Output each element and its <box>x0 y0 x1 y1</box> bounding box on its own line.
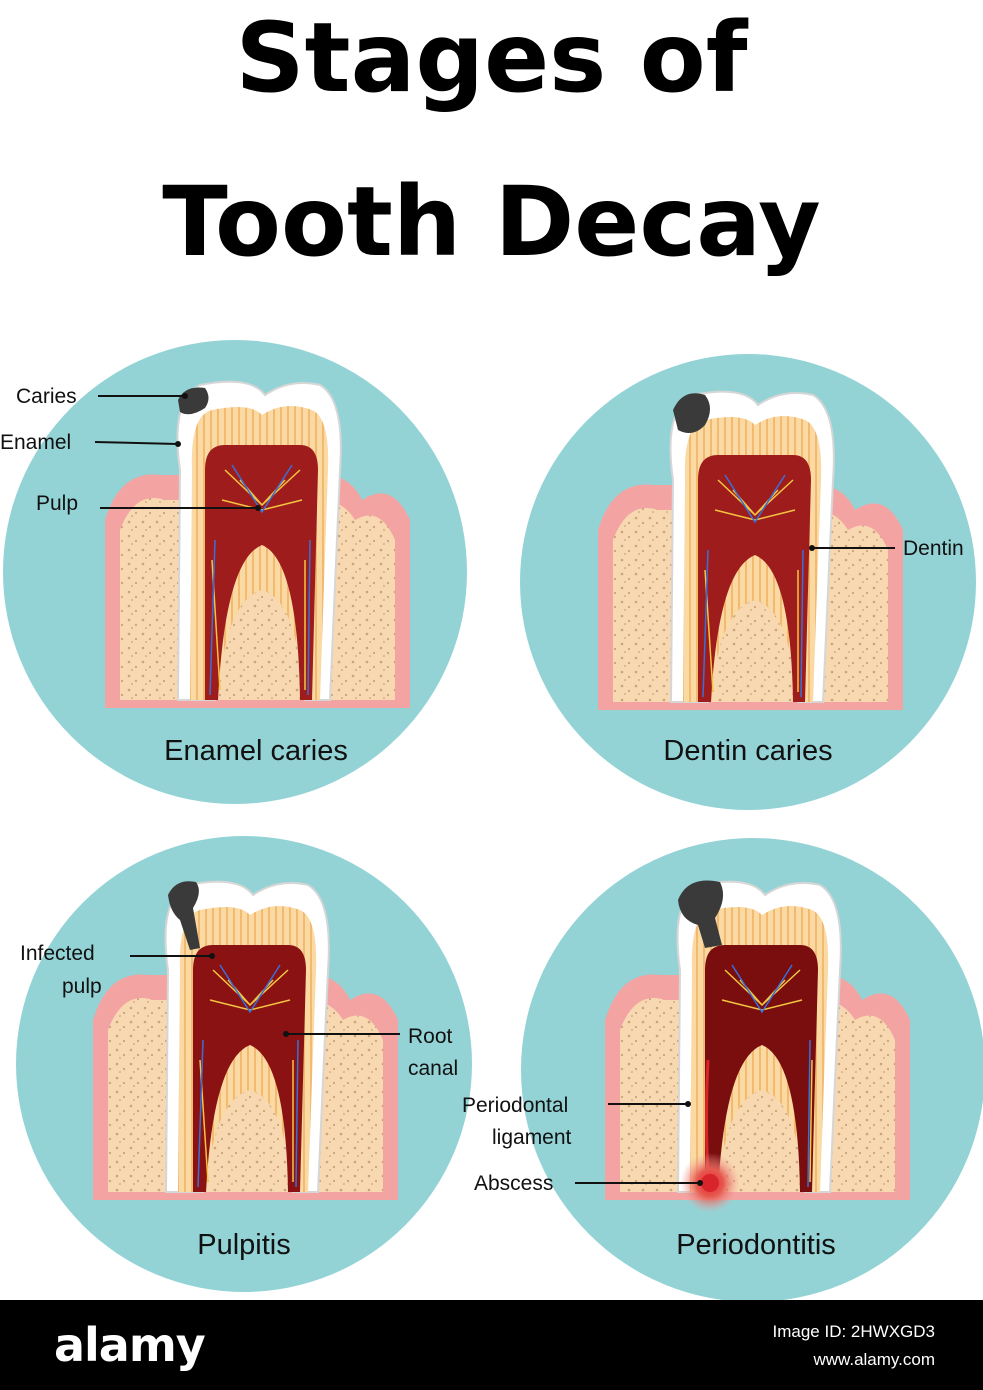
label-enamel: Enamel <box>0 431 71 454</box>
label-abscess: Abscess <box>474 1172 553 1195</box>
leader-dot <box>175 441 181 447</box>
abscess-core <box>701 1174 719 1192</box>
stage-1-name: Enamel caries <box>164 735 348 767</box>
pulp-vessels <box>197 964 299 1188</box>
title-line-2: Tooth Decay <box>162 166 821 278</box>
pulp <box>193 945 306 1192</box>
leader-dot <box>182 393 188 399</box>
leader-dot <box>685 1101 691 1107</box>
tooth-decay-diagram: Caries Enamel Pulp Enamel caries Dentin … <box>0 340 983 1300</box>
label-pulp: Pulp <box>36 492 78 515</box>
stage-2-tooth <box>598 390 903 710</box>
label-periodontal: Periodontal <box>462 1094 568 1117</box>
site-url: www.alamy.com <box>813 1350 935 1369</box>
caries-channel <box>168 881 200 950</box>
label-root: Root <box>408 1025 453 1048</box>
stage-pulpitis: Infected pulp Root canal Pulpitis <box>16 836 472 1292</box>
stage-dentin-caries: Dentin Dentin caries <box>520 354 976 810</box>
pulp-vessels <box>702 474 804 698</box>
label-ligament: ligament <box>492 1126 572 1149</box>
leader-dot <box>255 505 261 511</box>
image-id-text: Image ID: 2HWXGD3 <box>772 1322 936 1341</box>
caries-cavity <box>673 393 710 434</box>
pulp <box>698 455 811 702</box>
pulp-nerves <box>211 469 306 691</box>
pulp-nerves <box>704 479 799 693</box>
label-dentin: Dentin <box>903 537 964 560</box>
pulp-vessels <box>209 464 311 696</box>
title-line-1: Stages of <box>235 2 748 114</box>
caries-deep <box>678 880 724 948</box>
label-canal: canal <box>408 1057 458 1080</box>
pulp-nerves <box>199 969 294 1183</box>
stage-4-name: Periodontitis <box>676 1229 836 1261</box>
label-infected: Infected <box>20 942 95 965</box>
leader-dot <box>697 1180 703 1186</box>
alamy-logo: alamy <box>54 1318 206 1372</box>
stock-footer: alamy Image ID: 2HWXGD3 www.alamy.com <box>0 1300 983 1390</box>
stage-enamel-caries: Caries Enamel Pulp Enamel caries <box>0 340 467 804</box>
pulp-vessels <box>731 964 811 1188</box>
leader-dot <box>209 953 215 959</box>
pulp <box>705 945 818 1192</box>
page-title: Stages of Tooth Decay <box>0 0 983 272</box>
leader-dot <box>809 545 815 551</box>
stage-1-tooth <box>105 380 410 708</box>
leader-enamel <box>94 441 179 445</box>
stage-3-name: Pulpitis <box>197 1229 291 1261</box>
stage-2-name: Dentin caries <box>663 735 832 767</box>
stage-3-tooth <box>93 880 398 1200</box>
label-caries: Caries <box>16 385 77 408</box>
stage-periodontitis: Periodontal ligament Abscess Periodontit… <box>462 838 983 1300</box>
leader-dot <box>283 1031 289 1037</box>
label-pulp: pulp <box>62 975 102 998</box>
pulp-nerves <box>721 969 813 1183</box>
stage-4-tooth <box>605 880 910 1213</box>
